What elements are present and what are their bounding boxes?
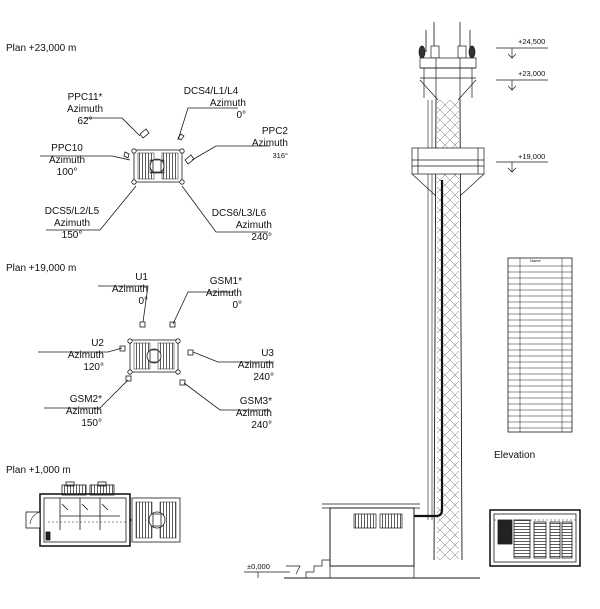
level-markers (244, 47, 548, 578)
ppc10-label: PPC10 Azimuth 100° (48, 143, 86, 178)
level-0000: ±0,000 (247, 562, 270, 571)
level-24500: +24,500 (518, 37, 546, 46)
plan-23-title: Plan +23,000 m (6, 43, 77, 54)
dcs5-label: DCS5/L2/L5 Azimuth 150° (44, 206, 100, 241)
equipment-legend-table (507, 257, 573, 433)
dcs4-label: DCS4/L1/L4 Azimuth 0° (183, 86, 246, 121)
dcs6-label: DCS6/L3/L6 Azimuth 240° (211, 208, 272, 243)
cabinet-detail (489, 509, 581, 567)
plan-23-drawing (40, 107, 270, 233)
level-23000: +23,000 (518, 69, 546, 78)
gsm1-label: GSM1* Azimuth 0° (205, 276, 242, 311)
u1-label: U1 Azimuth 0° (111, 272, 148, 307)
level-19000: +19,000 (518, 152, 546, 161)
elevation-tower (284, 22, 485, 579)
plan-19-drawing (38, 285, 274, 411)
plan-1-drawing (25, 481, 181, 547)
legend-header: Name (530, 258, 541, 263)
u2-label: U2 Azimuth 120° (67, 338, 104, 373)
ppc2-label: PPC2 Azimuth 316° (251, 126, 288, 160)
plan-1-title: Plan +1,000 m (6, 465, 71, 476)
elevation-title: Elevation (494, 450, 536, 461)
ppc11-label: PPC11* Azimuth 62° (66, 92, 104, 127)
gsm3-label: GSM3* Azimuth 240° (235, 396, 272, 431)
u3-label: U3 Azimuth 240° (237, 348, 274, 383)
plan-19-title: Plan +19,000 m (6, 263, 77, 274)
gsm2-label: GSM2* Azimuth 150° (65, 394, 102, 429)
